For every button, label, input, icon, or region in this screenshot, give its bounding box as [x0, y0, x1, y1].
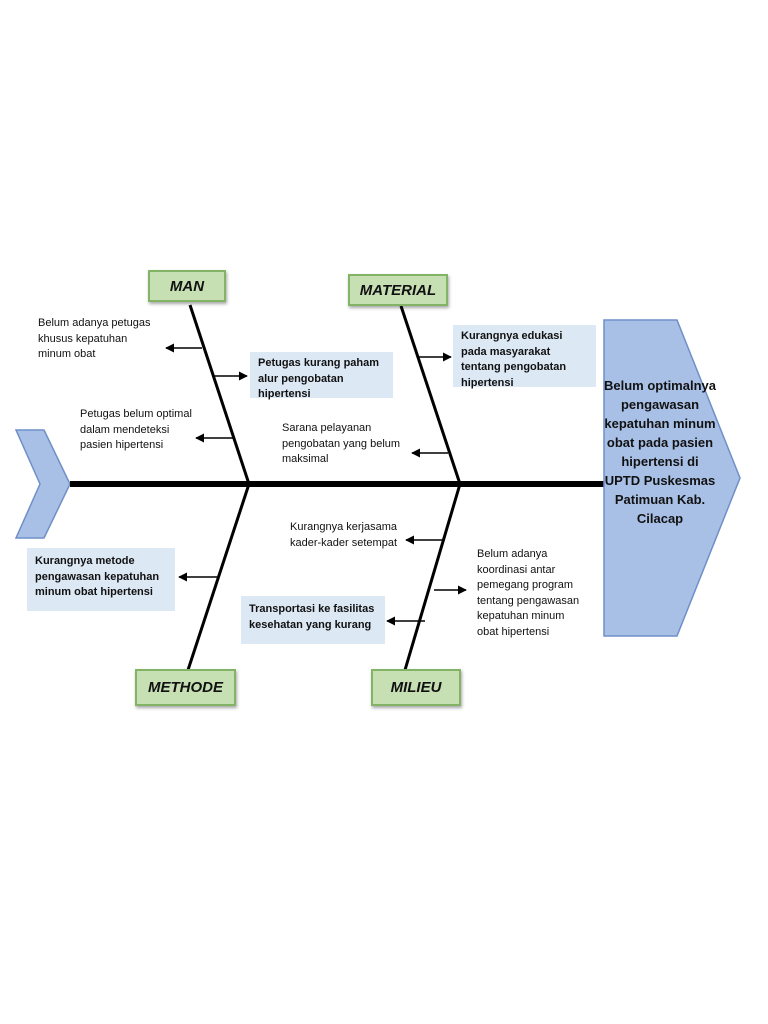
category-man: MAN	[148, 270, 226, 302]
head-shape	[603, 319, 741, 637]
category-milieu: MILIEU	[371, 669, 461, 706]
cause-man-1: Belum adanya petugas khusus kepatuhan mi…	[38, 317, 151, 360]
cause-material-2: Sarana pelayanan pengobatan yang belum m…	[282, 422, 401, 465]
bone-material	[399, 305, 462, 485]
cause-man-2: Petugas kurang paham alur pengobatan hip…	[250, 352, 393, 400]
cause-material-1: Kurangnya edukasi pada masyarakat tentan…	[453, 325, 596, 389]
tail-chevron	[14, 429, 71, 539]
cause-methode-1: Kurangnya metode pengawasan kepatuhan mi…	[27, 548, 175, 611]
category-material: MATERIAL	[348, 274, 448, 306]
category-methode: METHODE	[135, 669, 236, 706]
bone-milieu	[403, 483, 462, 671]
cause-milieu-1: Kurangnya kerjasama kader-kader setempat	[290, 521, 398, 549]
cause-milieu-2: Belum adanya koordinasi antar pemegang p…	[477, 548, 580, 638]
bone-methode	[186, 483, 251, 671]
cause-milieu-3: Transportasi ke fasilitas kesehatan yang…	[241, 596, 385, 644]
effect-text: Belum optimalnya pengawasan kepatuhan mi…	[604, 378, 716, 526]
bone-man	[188, 304, 251, 485]
cause-man-3: Petugas belum optimal dalam mendeteksi p…	[80, 408, 192, 451]
